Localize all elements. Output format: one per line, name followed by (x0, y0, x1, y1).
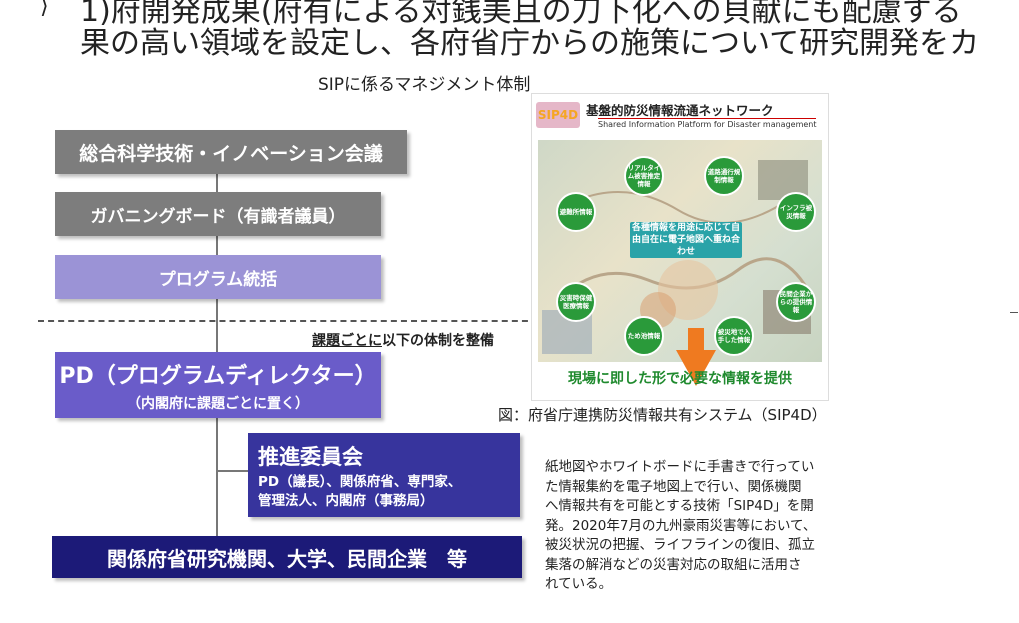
research-institutions-box: 関係府省研究機関、大学、民間企業 等 (52, 536, 522, 578)
council-box: 総合科学技術・イノベーション会議 (55, 130, 407, 174)
diagram-title: SIPに係るマネジメント体制 (318, 75, 531, 95)
pd-title: PD（プログラムディレクター） (59, 363, 377, 389)
center-overlay-box: 各種情報を用途に応じて自由自在に電子地図へ重ね合わせ (630, 222, 742, 258)
private-company-circle: 民間企業からの提供情報 (776, 282, 816, 322)
dashed-divider (38, 320, 538, 322)
down-arrow-icon (676, 350, 716, 386)
pd-subtitle: （内閣府に課題ごとに置く） (127, 395, 309, 412)
bullet-marker: ⟩ (40, 0, 49, 19)
connector-horizontal (216, 470, 248, 472)
edge-tick (1010, 312, 1018, 313)
figure-caption: 図：府省庁連携防災情報共有システム（SIP4D） (498, 406, 827, 424)
infrastructure-circle: インフラ被災情報 (776, 192, 816, 232)
program-oversight-box: プログラム統括 (55, 255, 381, 299)
committee-box: 推進委員会 PD（議長）、関係府省、専門家、 管理法人、内閣府（事務局） (248, 433, 520, 517)
committee-title: 推進委員会 (258, 445, 363, 469)
structure-note-rest: 以下の体制を整備 (382, 333, 494, 349)
figure-bottom-text: 現場に即した形で必要な情報を提供 (568, 371, 792, 387)
field-info-circle: 被災地で入手した情報 (714, 316, 754, 356)
governing-board-box: ガバニングボード（有識者議員） (55, 192, 381, 236)
shelter-circle: 避難所情報 (556, 192, 596, 232)
figure-subtitle: Shared Information Platform for Disaster… (598, 118, 817, 129)
map-collage: リアルタイム被害推定情報 道路通行規制情報 インフラ被災情報 避難所情報 災害時… (538, 140, 822, 386)
structure-note: 課題ごとに以下の体制を整備 (312, 330, 494, 350)
header-line-2: 果の高い領域を設定し、各府省庁からの施策について研究開発をカ (80, 26, 980, 61)
figure-header: SIP4D 基盤的防災情報流通ネットワーク Shared Information… (532, 94, 828, 138)
pd-box: PD（プログラムディレクター） （内閣府に課題ごとに置く） (55, 352, 381, 418)
header-line-1: 1)府開発成果(府有による対銭美且の刀下化への貝献にも配慮する (80, 0, 962, 29)
road-closure-circle: 道路通行規制情報 (704, 156, 744, 196)
health-medical-circle: 災害時保健医療情報 (556, 282, 596, 322)
structure-note-underlined: 課題ごとに (312, 333, 382, 349)
down-arrow-stem (688, 328, 704, 352)
reservoir-circle: ため池情報 (624, 316, 664, 356)
sip4d-figure: SIP4D 基盤的防災情報流通ネットワーク Shared Information… (531, 93, 829, 401)
sip4d-logo: SIP4D (536, 102, 580, 128)
committee-members: PD（議長）、関係府省、専門家、 管理法人、内閣府（事務局） (258, 474, 462, 509)
description-text: 紙地図やホワイトボードに手書きで行ってい た情報集約を電子地図上で行い、関係機関… (545, 459, 817, 592)
realtime-damage-circle: リアルタイム被害推定情報 (624, 156, 664, 196)
figure-title: 基盤的防災情報流通ネットワーク (586, 103, 774, 118)
